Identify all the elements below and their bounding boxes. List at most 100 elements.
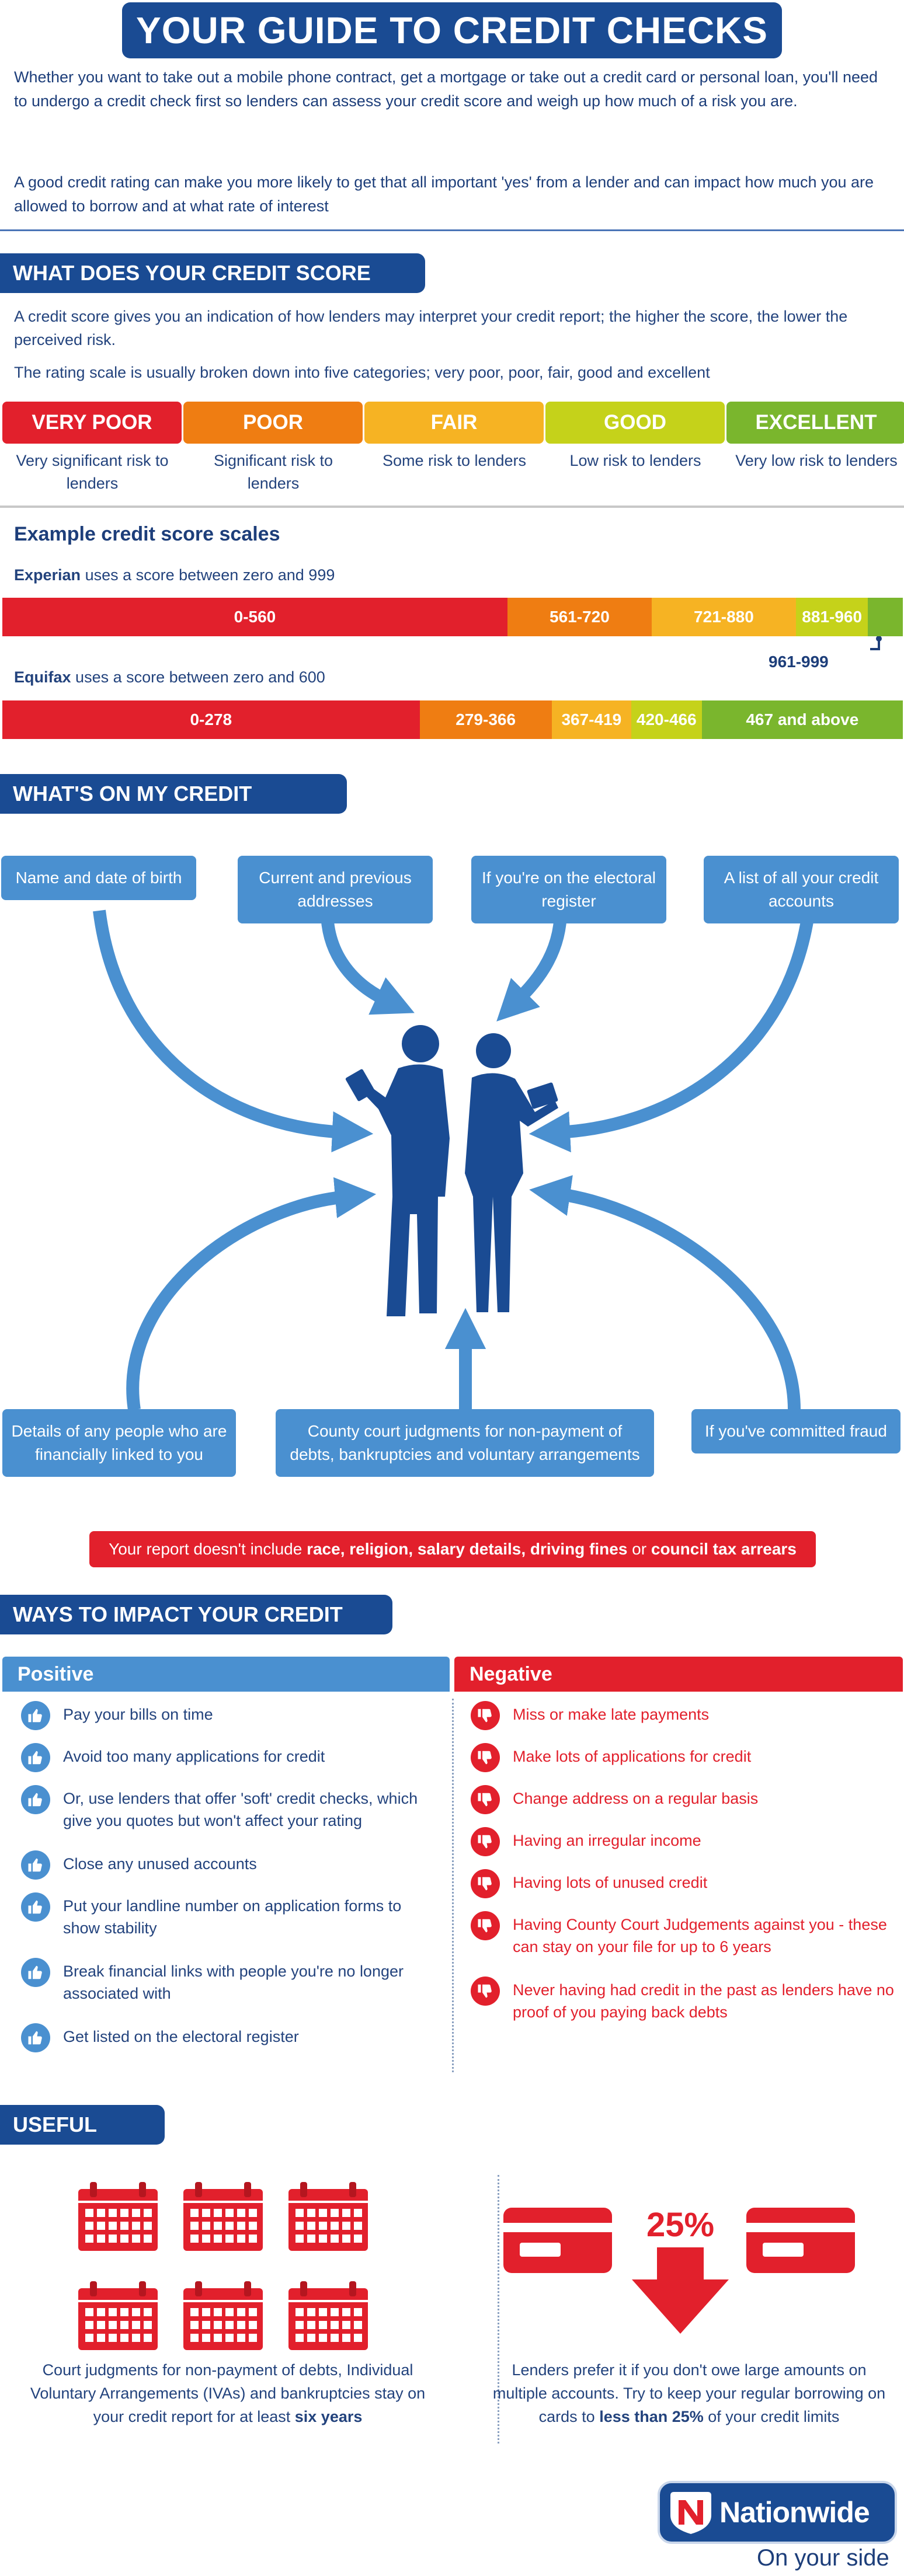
experian-callout-label: 961-999 [769,653,829,671]
fact2-bold: less than 25% [599,2408,704,2425]
positive-item: Break financial links with people you're… [21,1958,441,2026]
thumbs-up-icon [21,2023,50,2052]
intro-paragraph-2: A good credit rating can make you more l… [14,173,874,215]
negative-item-text: Having County Court Judgements against y… [513,1916,887,1955]
thumbs-down-icon [471,1701,500,1730]
credit-card-icon-right [746,2208,855,2273]
fact1-text: Court judgments for non-payment of debts… [30,2361,426,2425]
experian-segment: 561-720 [507,598,652,636]
equifax-label: Equifax uses a score between zero and 60… [14,668,325,686]
equifax-segment: 467 and above [701,700,903,739]
thumbs-up-icon [21,1743,50,1772]
percent-label: 25% [646,2206,715,2244]
notice-bold-2: council tax arrears [651,1540,797,1558]
report-item-ccj: County court judgments for non-payment o… [276,1409,654,1477]
thumbs-up-icon [21,1850,50,1880]
positive-item-text: Or, use lenders that offer 'soft' credit… [63,1790,418,1829]
page-title: YOUR GUIDE TO CREDIT CHECKS [122,2,782,58]
report-item-fraud: If you've committed fraud [691,1409,900,1453]
category-desc-poor: Significant risk to lenders [213,452,333,492]
fact-court-judgments: Court judgments for non-payment of debts… [18,2358,438,2428]
thumbs-down-icon [471,1869,500,1898]
calendar-icon [183,2182,263,2251]
report-exclusions-notice: Your report doesn't include race, religi… [89,1531,816,1567]
positive-item-text: Put your landline number on application … [63,1897,402,1937]
credit-score-intro: A credit score gives you an indication o… [14,308,848,348]
equifax-segment: 279-366 [419,700,552,739]
equifax-segment: 367-419 [551,700,631,739]
category-excellent: EXCELLENT [726,402,904,444]
brand-tagline: On your side [757,2545,889,2571]
calendar-icon [288,2281,368,2350]
thumbs-down-icon [471,1743,500,1772]
thumbs-up-icon [21,1785,50,1814]
section-heading-useful-facts: USEFUL FACTS [0,2105,165,2176]
thumbs-down-icon [471,1911,500,1940]
rating-scale-text: The rating scale is usually broken down … [14,364,710,381]
report-item-name-dob: Name and date of birth [1,856,196,900]
positive-item: Avoid too many applications for credit [21,1743,441,1787]
calendars-graphic [77,2182,369,2357]
calendar-icon [183,2281,263,2350]
negative-item-text: Change address on a regular basis [513,1790,759,1807]
negative-list: Miss or make late payments Make lots of … [471,1701,897,2044]
fact2-text: Lenders prefer it if you don't owe large… [492,2361,886,2425]
positive-column-header: Positive [2,1657,450,1692]
positive-item-text: Close any unused accounts [63,1855,257,1873]
nationwide-logo-icon [670,2492,711,2534]
positive-item: Put your landline number on application … [21,1892,441,1960]
category-poor: POOR [183,402,363,444]
negative-item: Having lots of unused credit [471,1869,897,1913]
negative-item-text: Having lots of unused credit [513,1874,708,1891]
report-item-linked-people: Details of any people who are financiall… [2,1409,236,1477]
experian-segment: 0-560 [2,598,507,636]
category-desc-excellent: Very low risk to lenders [735,452,898,469]
category-fair: FAIR [364,402,544,444]
thumbs-up-icon [21,1701,50,1730]
category-very-poor: VERY POOR [2,402,182,444]
section-heading-impact: WAYS TO IMPACT YOUR CREDIT SCORE [0,1595,392,1666]
positive-item: Get listed on the electoral register [21,2023,441,2068]
credit-card-icon-left [503,2208,612,2273]
experian-name: Experian [14,566,81,584]
down-arrow-icon [632,2247,729,2334]
equifax-name: Equifax [14,668,71,686]
facts-divider [498,2175,499,2443]
nationwide-logo: Nationwide [658,2481,897,2544]
calendar-icon [288,2182,368,2251]
positive-item-text: Break financial links with people you're… [63,1962,404,2002]
section-divider [0,229,904,231]
equifax-text: uses a score between zero and 600 [75,668,325,686]
positive-item-text: Avoid too many applications for credit [63,1748,325,1765]
fact1-bold: six years [294,2408,363,2425]
experian-callout-connector [870,636,882,650]
negative-item-text: Never having had credit in the past as l… [513,1981,894,2021]
intro-paragraph-1: Whether you want to take out a mobile ph… [14,68,878,110]
brand-name: Nationwide [719,2496,870,2529]
negative-item: Change address on a regular basis [471,1785,897,1829]
experian-segment [868,598,903,636]
negative-item: Miss or make late payments [471,1701,897,1745]
report-arrows-graphic [93,909,815,1411]
equifax-segment: 0-278 [2,700,420,739]
experian-text: uses a score between zero and 999 [85,566,335,584]
experian-label: Experian uses a score between zero and 9… [14,566,335,584]
notice-prefix: Your report doesn't include [109,1540,307,1558]
columns-divider [452,1699,454,2072]
negative-item: Having County Court Judgements against y… [471,1911,897,1979]
example-scales-title: Example credit score scales [14,523,280,545]
report-item-electoral: If you're on the electoral register [471,856,666,923]
negative-item-text: Make lots of applications for credit [513,1748,752,1765]
thumbs-down-icon [471,1785,500,1814]
thumbs-up-icon [21,1958,50,1987]
negative-column-header: Negative [454,1657,903,1692]
positive-item: Or, use lenders that offer 'soft' credit… [21,1785,441,1853]
report-item-addresses: Current and previous addresses [238,856,433,923]
negative-item-text: Miss or make late payments [513,1706,710,1723]
calendar-icon [78,2182,158,2251]
positive-item: Pay your bills on time [21,1701,441,1745]
thumbs-down-icon [471,1977,500,2006]
section-heading-credit-score: WHAT DOES YOUR CREDIT SCORE MEAN? [0,253,425,325]
